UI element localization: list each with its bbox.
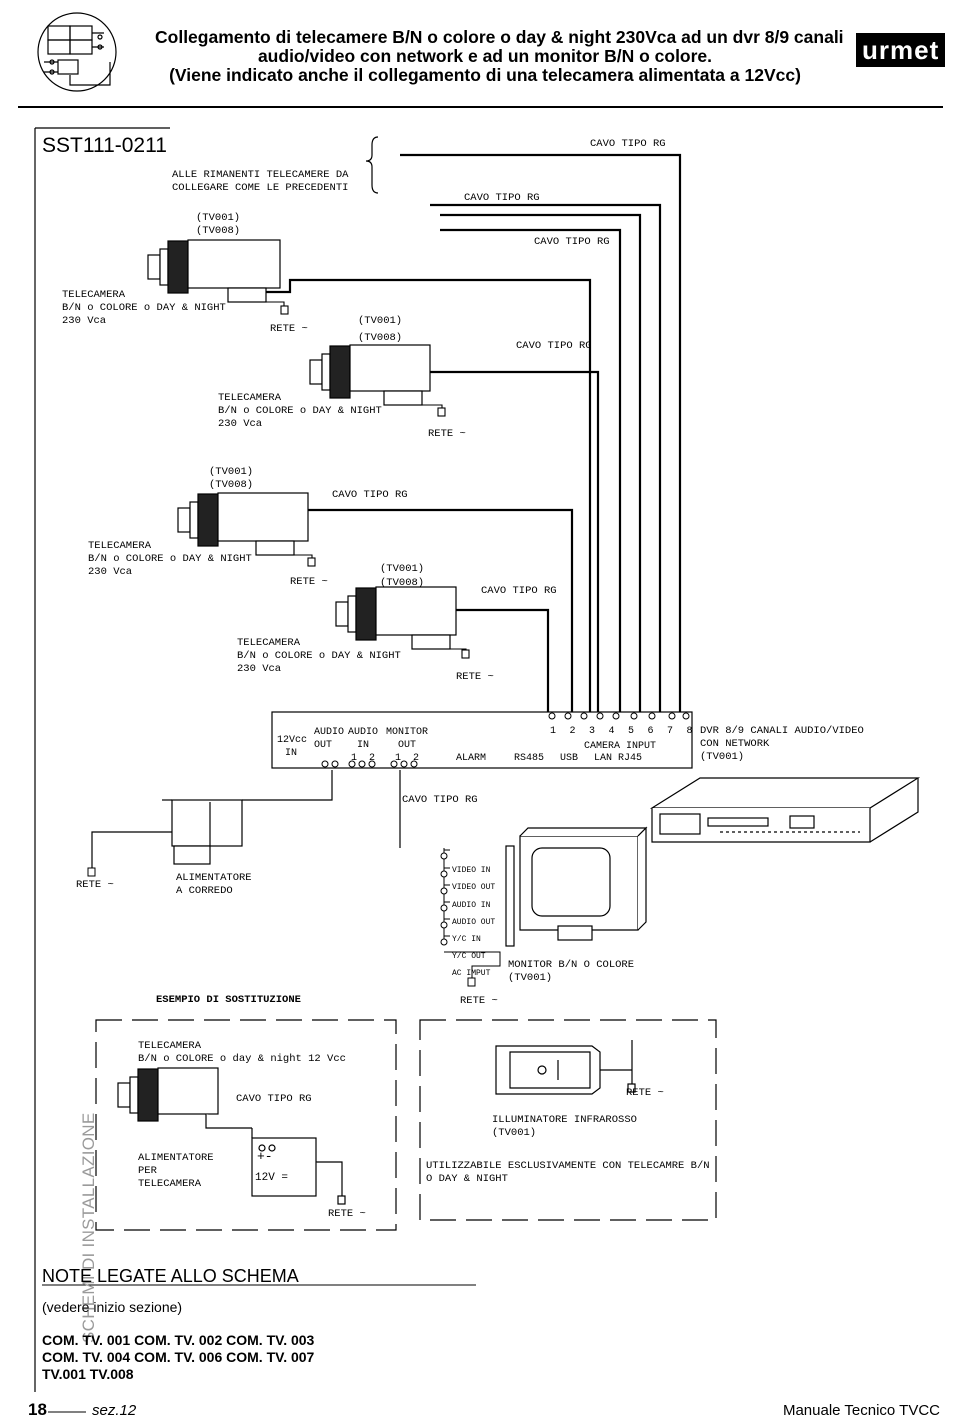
camera-icon — [309, 344, 431, 406]
dvr-device-icon — [649, 777, 921, 843]
mains-label: RETE ~ — [328, 1208, 366, 1220]
note-line: COLLEGARE COME LE PRECEDENTI — [172, 182, 349, 194]
plug-icon — [266, 301, 470, 659]
cable-label: CAVO TIPO RG — [236, 1093, 312, 1105]
dvr-channel-numbers: 1 2 3 4 5 6 7 8 — [550, 726, 694, 737]
camera-model: (TV001)(TV008) — [209, 466, 254, 491]
camera-icon — [147, 239, 281, 303]
notes-subheading: (vedere inizio sezione) — [42, 1299, 183, 1315]
camera-model: (TV001)(TV008) — [358, 315, 403, 344]
illuminator-label: ILLUMINATORE INFRAROSSO(TV001) — [492, 1114, 637, 1139]
dvr-rs485-label: RS485 — [514, 753, 545, 764]
title-line: (Viene indicato anche il collegamento di… — [169, 65, 801, 85]
note-line: ALLE RIMANENTI TELECAMERE DA — [172, 169, 349, 181]
dvr-camera-input-label: CAMERA INPUT — [584, 741, 657, 752]
power-supply-icon — [251, 1128, 346, 1205]
camera-icon — [335, 586, 457, 650]
dvr-alarm-label: ALARM — [456, 753, 487, 764]
mains-label: RETE ~ — [626, 1087, 664, 1099]
dvr-lan-label: LAN RJ45 — [594, 753, 643, 764]
dvr-usb-label: USB — [560, 753, 579, 764]
power-supply-icon — [162, 799, 243, 865]
connection-schematic-icon — [37, 12, 117, 92]
manual-title: Manuale Tecnico TVCC — [782, 1402, 940, 1419]
cable-label: CAVO TIPO RG — [332, 489, 408, 501]
camera-model: (TV001)(TV008) — [196, 212, 241, 237]
monitor-icon — [505, 826, 648, 947]
page-number: 18 — [28, 1400, 47, 1419]
notes-row: COM. TV. 004 COM. TV. 006 COM. TV. 007 — [42, 1349, 315, 1365]
notes-heading: NOTE LEGATE ALLO SCHEMA — [42, 1266, 299, 1286]
camera-icon — [117, 1067, 252, 1129]
voltage-label: 12V = — [255, 1172, 289, 1184]
plug-icon — [87, 867, 96, 877]
cable-label: CAVO TIPO RG — [402, 794, 478, 806]
section-label: sez.12 — [92, 1402, 137, 1419]
notes-row: TV.001 TV.008 — [42, 1366, 134, 1382]
cable-label: CAVO TIPO RG — [464, 192, 540, 204]
cable-label: CAVO TIPO RG — [481, 585, 557, 597]
mains-label: RETE ~ — [290, 576, 328, 588]
mains-label: RETE ~ — [270, 323, 308, 335]
cable-label: CAVO TIPO RG — [516, 340, 592, 352]
dvr-connector-row — [321, 712, 690, 768]
mains-label: RETE ~ — [76, 879, 114, 891]
mains-label: RETE ~ — [460, 995, 498, 1007]
illuminator-note: UTILIZZABILE ESCLUSIVAMENTE CON TELECAMR… — [426, 1160, 710, 1185]
cable-label: CAVO TIPO RG — [534, 236, 610, 248]
rg-cable-bundle — [266, 153, 682, 712]
camera-model: (TV001)(TV008) — [380, 563, 425, 589]
notes-row: COM. TV. 001 COM. TV. 002 COM. TV. 003 — [42, 1332, 315, 1348]
diagram-code: SST111-0211 — [42, 134, 167, 157]
title-line: audio/video con network e ad un monitor … — [257, 46, 713, 66]
brand-logo: urmet — [856, 33, 946, 67]
cable-label: CAVO TIPO RG — [590, 138, 666, 150]
monitor-label: MONITOR B/N O COLORE(TV001) — [508, 959, 635, 984]
title-line: Collegamento di telecamere B/N o colore … — [155, 27, 844, 47]
mains-label: RETE ~ — [428, 428, 466, 440]
example-title: ESEMPIO DI SOSTITUZIONE — [156, 994, 301, 1006]
ir-illuminator-icon — [495, 1040, 636, 1095]
page-title: Collegamento di telecamere B/N o colore … — [155, 27, 844, 85]
mains-label: RETE ~ — [456, 671, 494, 683]
camera-icon — [177, 492, 309, 556]
polarity-label: +- — [257, 1149, 273, 1164]
